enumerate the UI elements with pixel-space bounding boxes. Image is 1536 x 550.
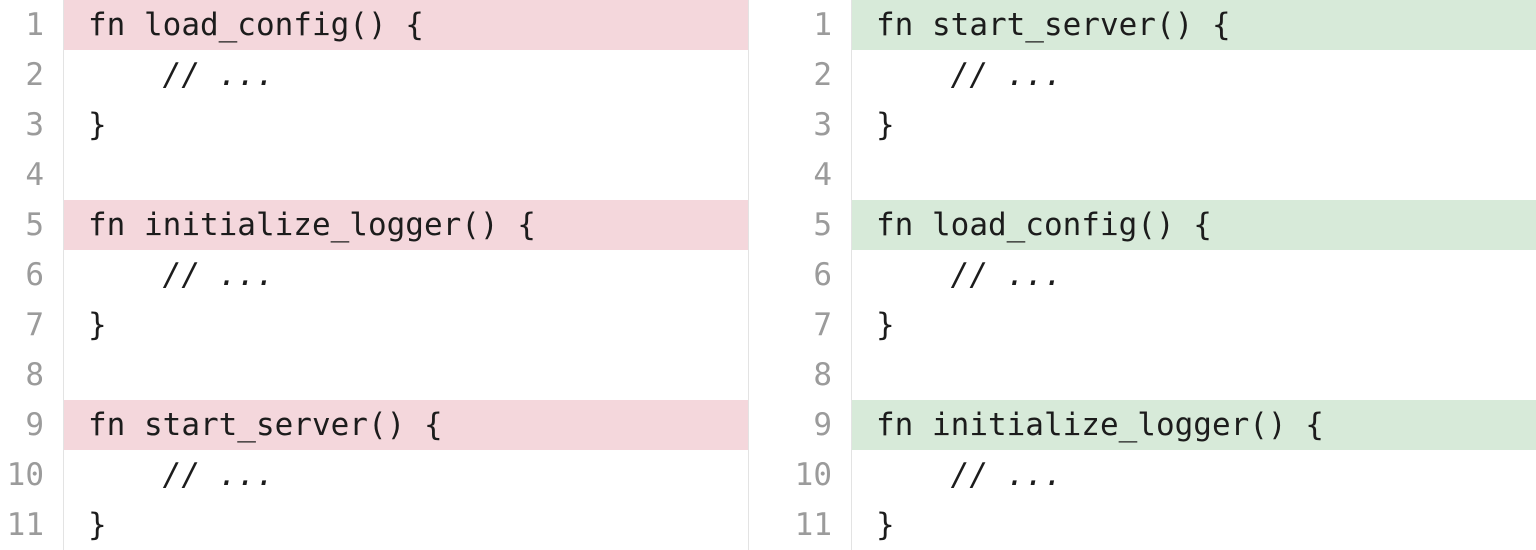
code-comment: // ... [162,57,275,93]
code-line-context[interactable]: // ... [852,450,1536,500]
line-number: 6 [25,257,44,293]
code-comment: // ... [950,457,1063,493]
line-number: 3 [813,107,832,143]
line-number: 10 [794,457,832,493]
code-column-new[interactable]: fn start_server() { // ...} fn load_confi… [852,0,1536,550]
line-number: 10 [6,457,44,493]
line-number: 9 [813,407,832,443]
line-number: 4 [813,157,832,193]
line-number: 7 [813,307,832,343]
code-line-context[interactable] [64,150,748,200]
line-number-gutter-old: 1 2 3 4 5 6 7 8 9 10 11 [0,0,64,550]
code-comment: // ... [162,457,275,493]
line-number: 1 [25,7,44,43]
code-line-context[interactable] [64,350,748,400]
code-line-context[interactable]: } [876,507,895,543]
line-number: 2 [25,57,44,93]
code-comment: // ... [950,257,1063,293]
code-line-context[interactable] [852,350,1536,400]
code-line-context[interactable]: // ... [64,450,748,500]
code-line-context[interactable]: // ... [852,250,1536,300]
code-comment: // ... [162,257,275,293]
diff-pane-old: 1 2 3 4 5 6 7 8 9 10 11 fn load_config() { // ...}… [0,0,749,550]
code-column-old[interactable]: fn load_config() { // ...} fn initialize_… [64,0,748,550]
line-number: 2 [813,57,832,93]
code-comment: // ... [950,57,1063,93]
code-line-deleted[interactable]: fn load_config() { [64,0,748,50]
line-number: 11 [6,507,44,543]
line-number: 8 [813,357,832,393]
line-number: 11 [794,507,832,543]
code-line-added[interactable]: fn start_server() { [852,0,1536,50]
line-number: 4 [25,157,44,193]
code-line-context[interactable] [852,150,1536,200]
code-line-deleted[interactable]: fn initialize_logger() { [64,200,748,250]
line-number-gutter-new: 1 2 3 4 5 6 7 8 9 10 11 [749,0,852,550]
line-number: 9 [25,407,44,443]
line-number: 8 [25,357,44,393]
code-line-context[interactable]: // ... [64,250,748,300]
line-number: 5 [813,207,832,243]
code-line-context[interactable]: } [876,107,895,143]
code-line-deleted[interactable]: fn start_server() { [64,400,748,450]
diff-pane-new: 1 2 3 4 5 6 7 8 9 10 11 fn start_server() { // ...… [749,0,1536,550]
code-line-context[interactable]: } [88,507,107,543]
code-line-added[interactable]: fn load_config() { [852,200,1536,250]
line-number: 6 [813,257,832,293]
line-number: 1 [813,7,832,43]
code-line-context[interactable]: } [88,107,107,143]
code-line-context[interactable]: // ... [852,50,1536,100]
line-number: 3 [25,107,44,143]
code-line-context[interactable]: // ... [64,50,748,100]
code-line-added[interactable]: fn initialize_logger() { [852,400,1536,450]
code-line-context[interactable]: } [88,307,107,343]
line-number: 5 [25,207,44,243]
line-number: 7 [25,307,44,343]
code-line-context[interactable]: } [876,307,895,343]
